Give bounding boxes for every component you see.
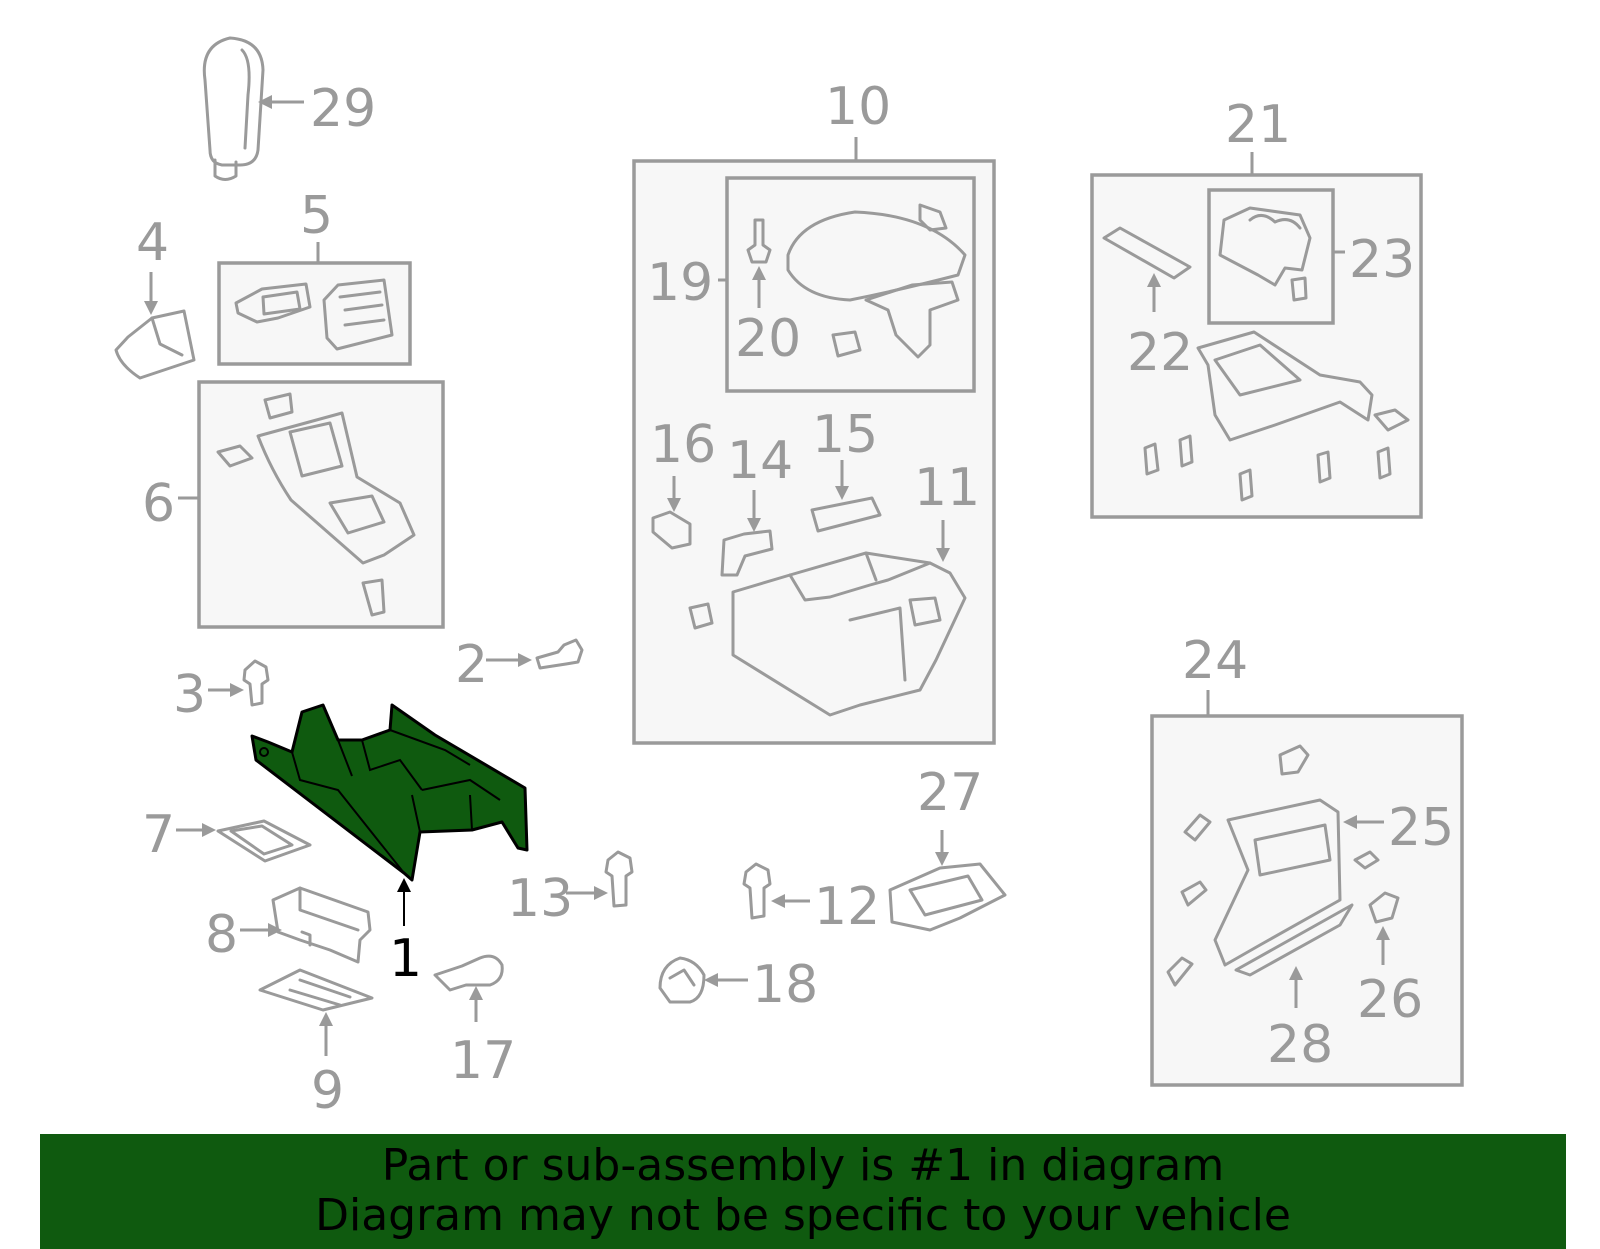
label-18: 18 xyxy=(752,955,818,1015)
bolt-part-13 xyxy=(566,850,634,908)
label-5: 5 xyxy=(300,186,333,246)
part-8 xyxy=(240,886,372,964)
label-2: 2 xyxy=(455,635,488,695)
label-4: 4 xyxy=(136,213,169,273)
switch-bezel-part-5 xyxy=(234,242,394,351)
banner-line-2: Diagram may not be specific to your vehi… xyxy=(315,1190,1291,1241)
label-11: 11 xyxy=(914,458,980,518)
label-21: 21 xyxy=(1225,95,1291,155)
label-26: 26 xyxy=(1357,970,1423,1030)
console-panel-part-6 xyxy=(178,392,416,617)
part-15 xyxy=(810,460,882,533)
console-tray-part-21 xyxy=(1143,330,1410,502)
bolt-part-12 xyxy=(742,862,810,920)
trim-piece-part-4 xyxy=(114,272,196,380)
clip-part-18 xyxy=(658,956,748,1004)
console-base-part-1 xyxy=(250,703,529,926)
label-22: 22 xyxy=(1127,323,1193,383)
label-3: 3 xyxy=(173,665,206,725)
switch-part-27 xyxy=(888,830,1007,932)
group-box-23 xyxy=(1207,188,1335,325)
label-6: 6 xyxy=(142,474,175,534)
bolt-part-2 xyxy=(486,638,584,670)
label-15: 15 xyxy=(812,405,878,465)
label-17: 17 xyxy=(450,1031,516,1091)
label-12: 12 xyxy=(814,877,880,937)
cup-holder-part-23 xyxy=(1218,206,1345,302)
mat-part-7 xyxy=(176,819,312,863)
label-14: 14 xyxy=(727,431,793,491)
bracket-part-22 xyxy=(1102,226,1192,312)
label-19: 19 xyxy=(647,253,713,313)
pocket-part-28 xyxy=(1289,966,1303,1008)
part-14 xyxy=(720,490,774,577)
bolt-part-3 xyxy=(208,659,270,707)
group-box-5 xyxy=(217,261,412,366)
label-8: 8 xyxy=(205,905,238,965)
label-7: 7 xyxy=(142,805,175,865)
label-25: 25 xyxy=(1388,798,1454,858)
label-23: 23 xyxy=(1349,230,1415,290)
label-10: 10 xyxy=(825,77,891,137)
clips-part-24 xyxy=(1166,744,1380,987)
group-box-6 xyxy=(197,380,445,629)
label-27: 27 xyxy=(917,763,983,823)
shift-knob-part-29 xyxy=(202,36,304,181)
label-9: 9 xyxy=(311,1061,344,1121)
group-box-24 xyxy=(1150,714,1464,1087)
label-28: 28 xyxy=(1267,1015,1333,1075)
part-16 xyxy=(651,476,692,550)
clip-part-20 xyxy=(746,218,772,308)
info-banner: Part or sub-assembly is #1 in diagram Di… xyxy=(40,1134,1566,1249)
bezel-part-25 xyxy=(1213,798,1384,977)
label-29: 29 xyxy=(310,79,376,139)
cover-part-26 xyxy=(1368,891,1400,965)
label-20: 20 xyxy=(735,309,801,369)
armrest-lid-part-19 xyxy=(718,203,967,359)
label-1: 1 xyxy=(389,929,422,989)
mat-part-9 xyxy=(258,968,374,1056)
label-16: 16 xyxy=(650,415,716,475)
banner-line-1: Part or sub-assembly is #1 in diagram xyxy=(381,1140,1225,1191)
label-13: 13 xyxy=(507,869,573,929)
clip-part-17 xyxy=(433,954,504,1022)
console-box-part-11 xyxy=(688,520,967,717)
label-24: 24 xyxy=(1182,631,1248,691)
